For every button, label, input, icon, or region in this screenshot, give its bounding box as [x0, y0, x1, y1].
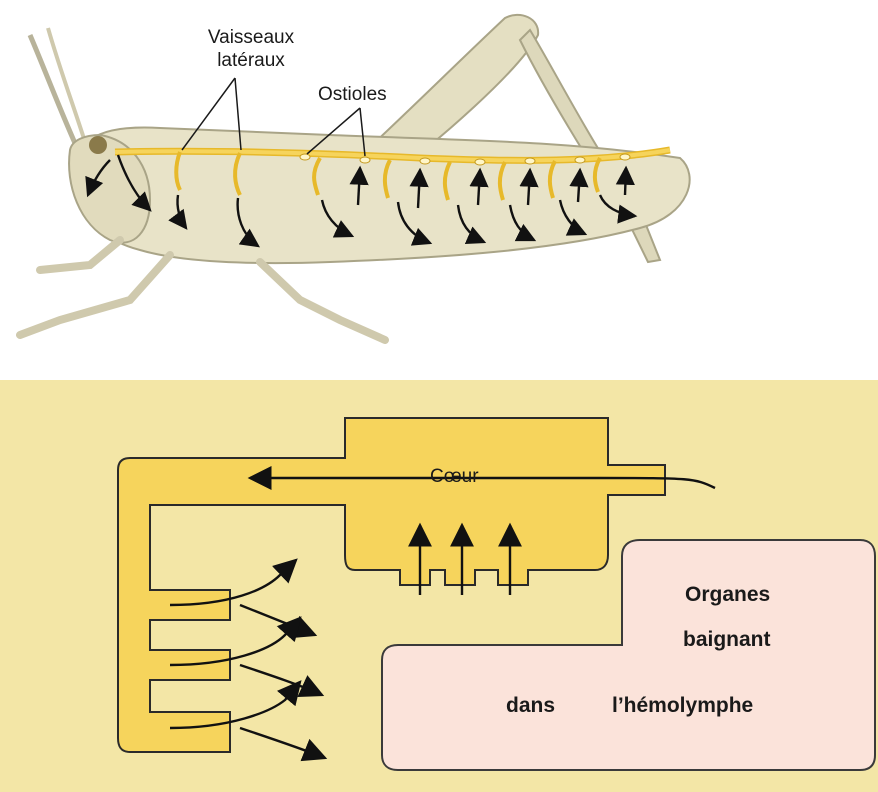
outflow-arrow: [240, 665, 322, 695]
heart-label: Cœur: [430, 466, 479, 488]
organs-label-line1: Organes: [685, 583, 770, 607]
organs-label-line2: baignant: [683, 628, 771, 652]
outflow-arrow: [240, 728, 325, 758]
organs-label-line3a: dans: [506, 694, 555, 718]
organs-label-line3b: l’hémolymphe: [612, 694, 753, 718]
outflow-arrow: [240, 605, 315, 635]
